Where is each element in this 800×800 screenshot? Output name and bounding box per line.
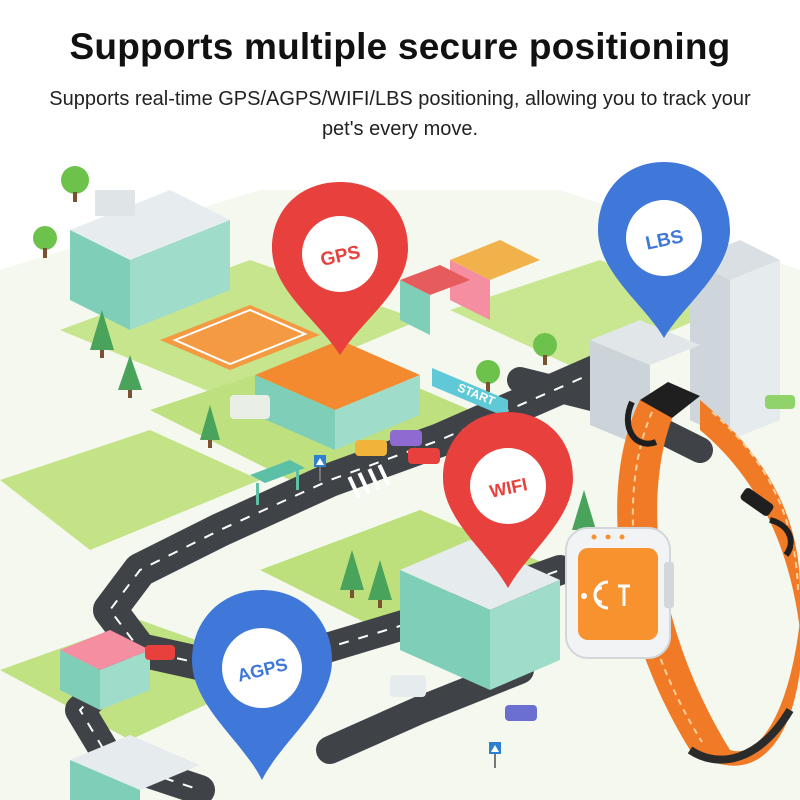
- building-center: [400, 540, 560, 690]
- tree-icon: [368, 560, 392, 608]
- building-gps: [255, 340, 420, 450]
- bus-stop: [250, 460, 305, 505]
- tree-icon: [533, 333, 557, 365]
- basketball-court: [160, 305, 320, 370]
- crosswalk: [347, 464, 391, 498]
- location-pin-agps: AGPS: [192, 590, 332, 780]
- tree-icon: [90, 310, 114, 358]
- location-pin-wifi: WIFI: [443, 412, 573, 588]
- pet-tracker-logo-icon: [593, 580, 630, 610]
- road-sign-icon: [314, 455, 501, 768]
- tree-icon: [476, 360, 500, 392]
- trees: [33, 166, 596, 608]
- subline: Supports real-time GPS/AGPS/WIFI/LBS pos…: [49, 88, 751, 140]
- city-illustration: START GPS LBS WIFI AGPS: [0, 162, 800, 800]
- tree-icon: [118, 355, 142, 398]
- gps-tracker-device-icon: [565, 527, 674, 659]
- building-bottom: [70, 735, 200, 800]
- building-right-tower: [590, 240, 780, 450]
- location-pin-lbs: LBS: [598, 162, 730, 338]
- shop-bottom-left: [60, 630, 150, 710]
- pet-collar-icon: [617, 382, 800, 766]
- building-top-left: [70, 190, 230, 330]
- shops-top: [400, 240, 540, 335]
- tree-icon: [340, 550, 364, 598]
- headline: Supports multiple secure positioning: [69, 26, 731, 67]
- tree-icon: [33, 226, 57, 258]
- tree-icon: [200, 405, 220, 448]
- cars: [145, 395, 795, 721]
- location-pin-gps: GPS: [272, 182, 408, 355]
- tree-icon: [61, 166, 89, 202]
